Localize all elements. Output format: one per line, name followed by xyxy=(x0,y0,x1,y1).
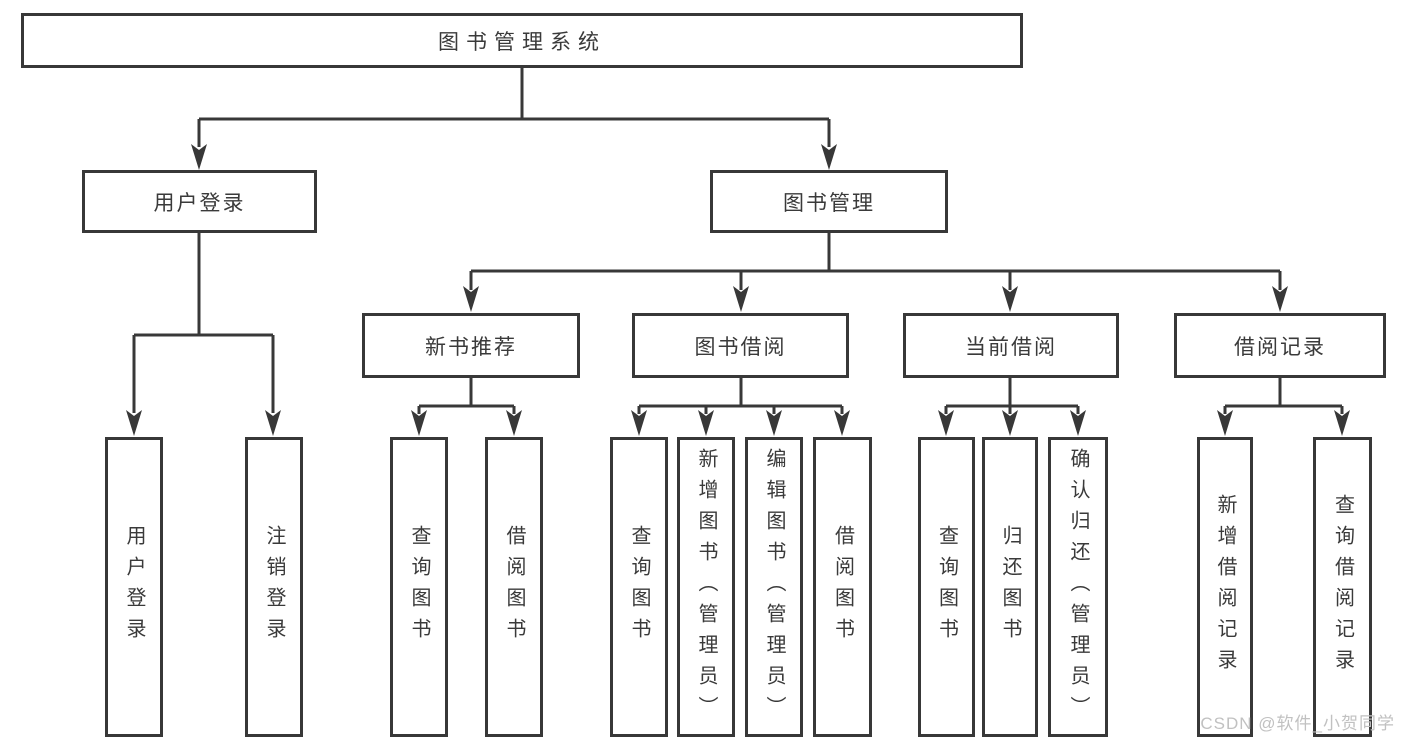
node-new-book-recommend: 新书推荐 xyxy=(362,313,580,378)
leaf-query-books-recommend: 查询图书 xyxy=(390,437,448,737)
leaf-label: 编辑图书（管理员） xyxy=(763,447,785,727)
leaf-query-books-current: 查询图书 xyxy=(918,437,975,737)
leaf-query-borrow-record: 查询借阅记录 xyxy=(1313,437,1372,737)
leaf-label: 查询借阅记录 xyxy=(1331,494,1354,680)
leaf-borrow-books-recommend: 借阅图书 xyxy=(485,437,543,737)
node-current-borrowing: 当前借阅 xyxy=(903,313,1119,378)
connector-user-login xyxy=(132,233,275,413)
leaf-label: 查询图书 xyxy=(935,525,958,649)
leaf-label: 查询图书 xyxy=(628,525,650,649)
connector-root xyxy=(197,68,831,147)
leaf-label: 注销登录 xyxy=(263,525,285,649)
connector-book-management xyxy=(469,233,1282,290)
node-root-library-management-system: 图书管理系统 xyxy=(21,13,1023,68)
leaf-confirm-return-admin: 确认归还（管理员） xyxy=(1048,437,1108,737)
leaf-logout: 注销登录 xyxy=(245,437,303,737)
node-borrowing-records: 借阅记录 xyxy=(1174,313,1386,378)
leaf-borrow-books-borrowing: 借阅图书 xyxy=(813,437,872,737)
leaf-return-books: 归还图书 xyxy=(982,437,1038,737)
leaf-add-borrow-record: 新增借阅记录 xyxy=(1197,437,1253,737)
leaf-label: 归还图书 xyxy=(999,525,1021,649)
leaf-label: 用户登录 xyxy=(123,525,145,649)
leaf-label: 查询图书 xyxy=(408,525,430,649)
leaf-user-login: 用户登录 xyxy=(105,437,163,737)
leaf-query-books-borrowing: 查询图书 xyxy=(610,437,668,737)
connector-borrowing-records xyxy=(1223,378,1344,414)
connector-paths xyxy=(132,68,1344,414)
leaf-add-books-admin: 新增图书（管理员） xyxy=(677,437,735,737)
leaf-label: 新增图书（管理员） xyxy=(695,447,717,727)
leaf-label: 借阅图书 xyxy=(503,525,525,649)
node-book-management: 图书管理 xyxy=(710,170,948,233)
connector-new-book-recommend xyxy=(417,378,516,414)
connector-current-borrowing xyxy=(944,378,1080,414)
node-user-login: 用户登录 xyxy=(82,170,317,233)
csdn-watermark: CSDN @软件_小贺同学 xyxy=(1200,714,1395,733)
leaf-label: 确认归还（管理员） xyxy=(1067,447,1089,727)
leaf-label: 新增借阅记录 xyxy=(1214,494,1236,680)
arrowheads xyxy=(126,144,1350,436)
leaf-label: 借阅图书 xyxy=(831,525,854,649)
connector-book-borrowing xyxy=(637,378,844,414)
leaf-edit-books-admin: 编辑图书（管理员） xyxy=(745,437,803,737)
node-book-borrowing: 图书借阅 xyxy=(632,313,849,378)
